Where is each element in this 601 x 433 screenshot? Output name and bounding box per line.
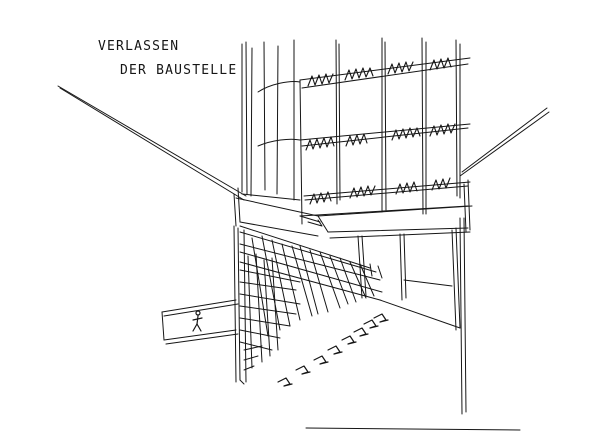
ground-arrows [277,313,389,387]
annotation-line-1: VERLASSEN [98,39,179,54]
exit-sign [161,299,239,345]
covered-walkway [233,225,383,383]
building-opening [357,217,467,415]
perspective-lines [57,85,550,431]
frame-line [239,379,245,385]
annotation-line-2: DER BAUSTELLE [120,63,237,78]
window-scribbles [305,57,456,205]
walking-person-icon [192,310,203,332]
